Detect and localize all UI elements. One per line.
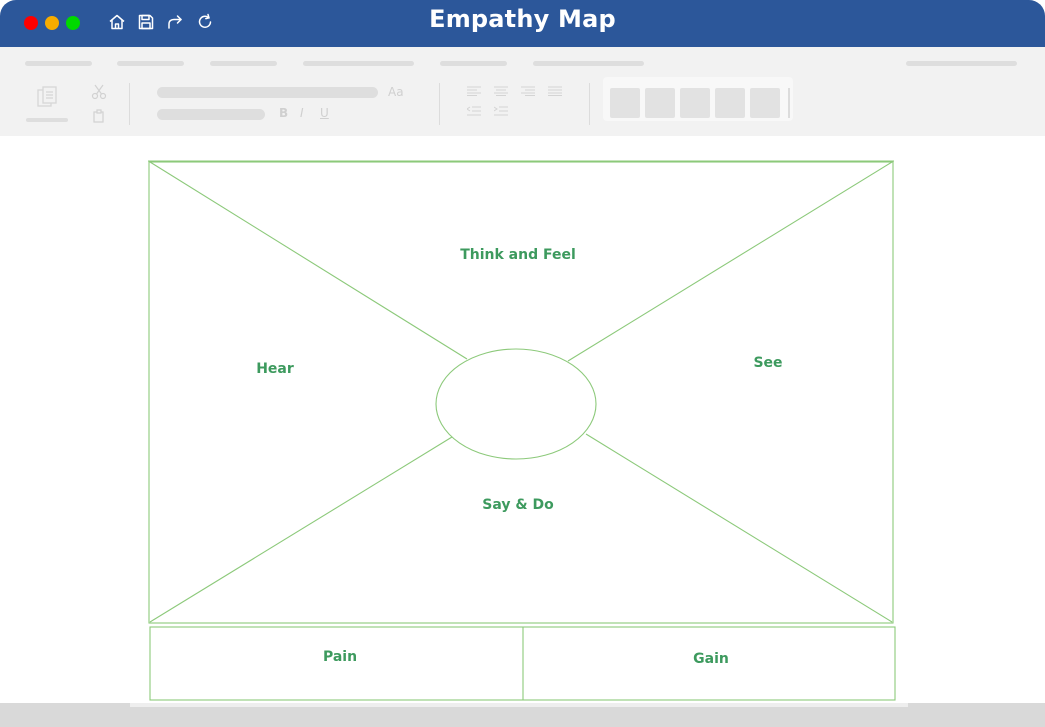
- paste-label-placeholder: [26, 118, 68, 122]
- style-swatch[interactable]: [715, 88, 745, 118]
- page-shadow: [130, 703, 908, 707]
- gain-label[interactable]: Gain: [693, 651, 729, 667]
- save-icon[interactable]: [137, 13, 155, 31]
- maximize-window-button[interactable]: [66, 16, 80, 30]
- underline-button[interactable]: U: [320, 106, 329, 120]
- menu-tab-placeholder[interactable]: [533, 61, 644, 66]
- bold-button[interactable]: B: [279, 106, 289, 120]
- menu-tab-placeholder[interactable]: [906, 61, 1017, 66]
- ribbon-toolbar: Aa B I U: [0, 47, 1045, 136]
- window-title: Empathy Map: [429, 5, 616, 33]
- italic-button[interactable]: I: [300, 106, 304, 120]
- ribbon-separator: [129, 83, 130, 125]
- menu-tab-placeholder[interactable]: [210, 61, 277, 66]
- title-bar: Empathy Map: [0, 0, 1045, 47]
- divider-bottom-right: [585, 433, 893, 623]
- style-swatch[interactable]: [750, 88, 780, 118]
- align-left-icon[interactable]: [467, 86, 481, 96]
- copy-icon[interactable]: [92, 109, 106, 123]
- hear-label[interactable]: Hear: [256, 361, 294, 377]
- justify-icon[interactable]: [548, 86, 562, 96]
- redo-icon[interactable]: [166, 13, 184, 31]
- say-and-do-label[interactable]: Say & Do: [482, 497, 554, 513]
- indent-icon[interactable]: [494, 106, 508, 116]
- style-swatch[interactable]: [680, 88, 710, 118]
- close-window-button[interactable]: [24, 16, 38, 30]
- menu-tab-placeholder[interactable]: [303, 61, 414, 66]
- divider-top-left: [149, 161, 468, 360]
- cut-icon[interactable]: [91, 84, 107, 100]
- align-center-icon[interactable]: [494, 86, 508, 96]
- divider-top-right: [567, 161, 893, 362]
- center-persona-circle[interactable]: [435, 348, 597, 460]
- gallery-scroll-handle[interactable]: [788, 88, 790, 118]
- font-size-dropdown[interactable]: [157, 109, 265, 120]
- think-and-feel-label[interactable]: Think and Feel: [460, 247, 576, 263]
- status-bar: [0, 703, 1045, 727]
- style-swatch[interactable]: [610, 88, 640, 118]
- outdent-icon[interactable]: [467, 106, 481, 116]
- see-label[interactable]: See: [753, 355, 782, 371]
- menu-tab-placeholder[interactable]: [117, 61, 184, 66]
- paste-icon[interactable]: [35, 85, 59, 109]
- font-family-dropdown[interactable]: [157, 87, 378, 98]
- ribbon-separator: [439, 83, 440, 125]
- pain-label[interactable]: Pain: [323, 649, 357, 665]
- ribbon-separator: [589, 83, 590, 125]
- main-frame[interactable]: [148, 161, 894, 624]
- divider-bottom-left: [149, 436, 453, 623]
- menu-tab-placeholder[interactable]: [25, 61, 92, 66]
- align-right-icon[interactable]: [521, 86, 535, 96]
- style-swatch[interactable]: [645, 88, 675, 118]
- menu-tab-placeholder[interactable]: [440, 61, 507, 66]
- refresh-icon[interactable]: [196, 13, 214, 31]
- minimize-window-button[interactable]: [45, 16, 59, 30]
- font-size-label[interactable]: Aa: [388, 85, 404, 99]
- home-icon[interactable]: [108, 13, 126, 31]
